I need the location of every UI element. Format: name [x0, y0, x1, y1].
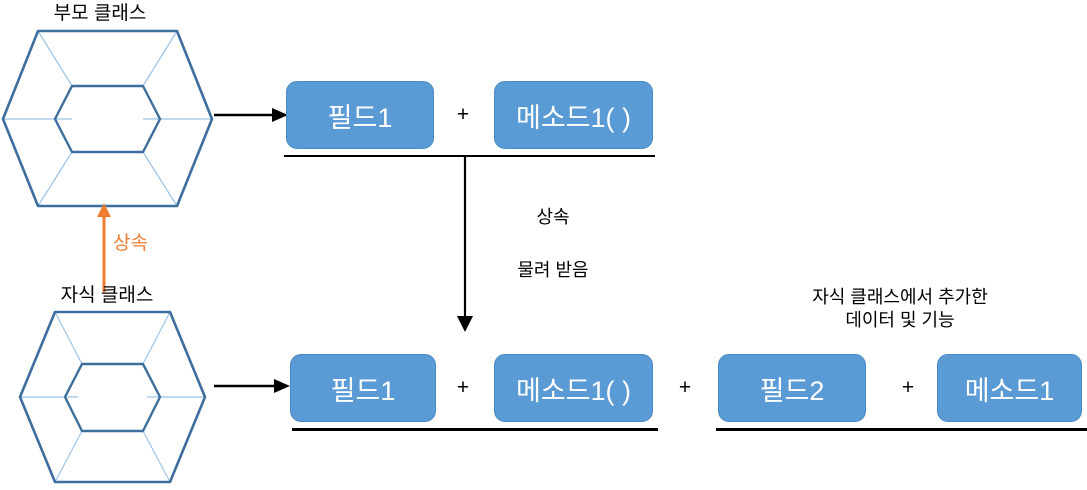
parent-field-box[interactable]: 필드1 — [286, 81, 434, 149]
parent-method-box[interactable]: 메소드1( ) — [494, 81, 653, 149]
child-added-underline — [716, 428, 1087, 431]
child-inherited-plus-separator: + — [456, 376, 470, 399]
child-inherited-field-box[interactable]: 필드1 — [290, 354, 436, 422]
inheritance-down-arrow — [453, 156, 477, 334]
child-class-hexagon-shape — [10, 307, 215, 485]
child-class-title: 자식 클래스 — [60, 285, 154, 306]
parent-plus-separator: + — [456, 103, 470, 126]
parent-members-underline — [284, 155, 655, 157]
inheritance-label-secondary: 물려 받음 — [517, 260, 589, 280]
child-group-plus-separator: + — [678, 376, 692, 399]
inheritance-arrow-up — [92, 200, 116, 292]
parent-class-hexagon-shape — [0, 26, 215, 211]
child-added-plus-separator: + — [901, 376, 915, 399]
parent-members-arrow — [214, 104, 290, 126]
inheritance-label-primary: 상속 — [536, 207, 570, 227]
child-added-caption: 자식 클래스에서 추가한 데이터 및 기능 — [770, 286, 1030, 332]
child-inherited-method-box[interactable]: 메소드1( ) — [494, 354, 653, 422]
parent-class-title: 부모 클래스 — [53, 3, 147, 24]
child-added-method-box[interactable]: 메소드1 — [937, 354, 1082, 422]
child-added-caption-line2: 데이터 및 기능 — [845, 310, 955, 330]
child-added-field-box[interactable]: 필드2 — [718, 354, 866, 422]
child-added-caption-line1: 자식 클래스에서 추가한 — [812, 287, 988, 307]
inheritance-arrow-label: 상속 — [113, 233, 148, 254]
child-inherited-underline — [292, 428, 658, 431]
child-members-arrow — [214, 375, 292, 397]
